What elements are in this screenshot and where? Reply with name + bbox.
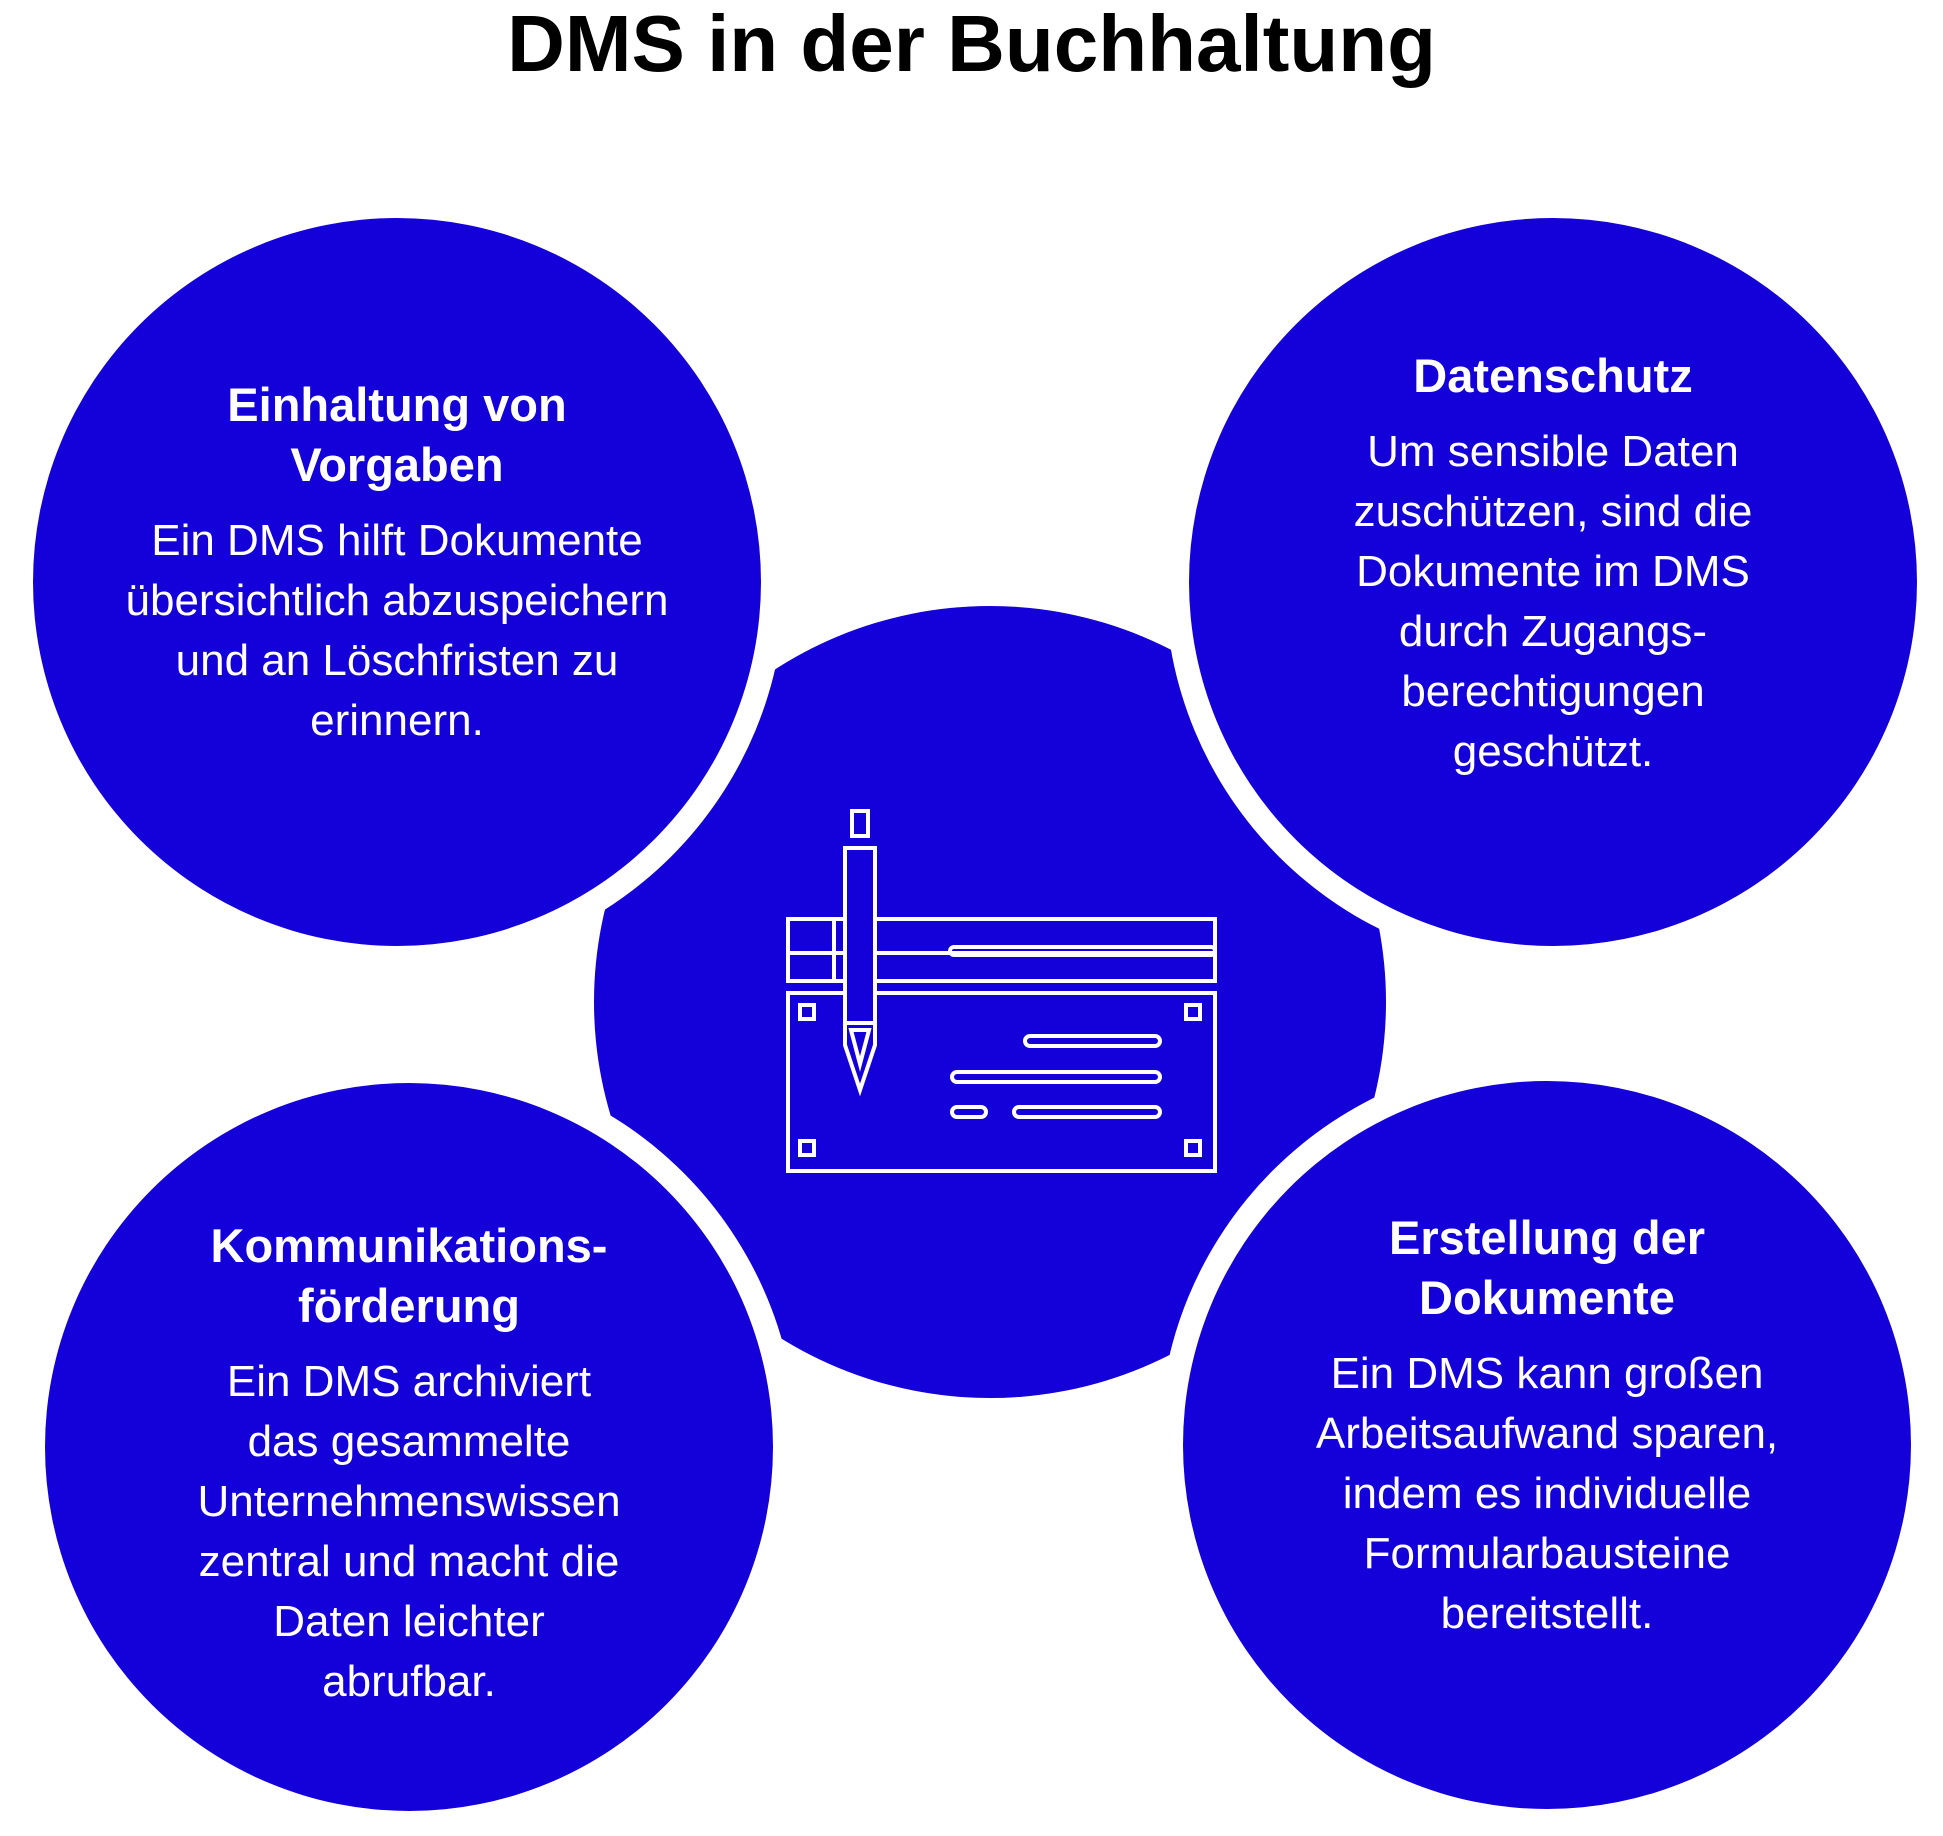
circle-top-left-body: Ein DMS hilft Dokumente übersichtlich ab… — [125, 516, 669, 745]
center-circle — [594, 606, 1386, 1398]
circle-bottom-left-body: Ein DMS archiviert das gesammelte Untern… — [197, 1357, 621, 1706]
circle-bottom-right-body: Ein DMS kann großen Arbeitsaufwand spare… — [1315, 1349, 1779, 1638]
circle-bottom-right-content: Erstellung der Dokumente Ein DMS kann gr… — [1217, 1208, 1877, 1644]
document-check-with-pen-icon — [786, 809, 1217, 1173]
circle-bottom-left-content: Kommunikations- förderung Ein DMS archiv… — [79, 1216, 739, 1712]
page-title: DMS in der Buchhaltung — [507, 0, 1436, 88]
circle-top-right-content: Datenschutz Um sensible Daten zuschützen… — [1223, 346, 1883, 782]
circle-bottom-right-heading: Erstellung der Dokumente — [1388, 1211, 1705, 1324]
circle-top-left-content: Einhaltung von Vorgaben Ein DMS hilft Do… — [67, 375, 727, 751]
circle-bottom-right — [1183, 1081, 1911, 1809]
circle-top-left — [33, 218, 761, 946]
circle-bottom-left — [45, 1083, 773, 1811]
circle-top-right-heading: Datenschutz — [1413, 349, 1693, 402]
circle-top-right-body: Um sensible Daten zuschützen, sind die D… — [1353, 427, 1753, 776]
circle-bottom-left-heading: Kommunikations- förderung — [210, 1219, 608, 1332]
circle-top-left-heading: Einhaltung von Vorgaben — [227, 378, 567, 491]
circle-top-right — [1189, 218, 1917, 946]
